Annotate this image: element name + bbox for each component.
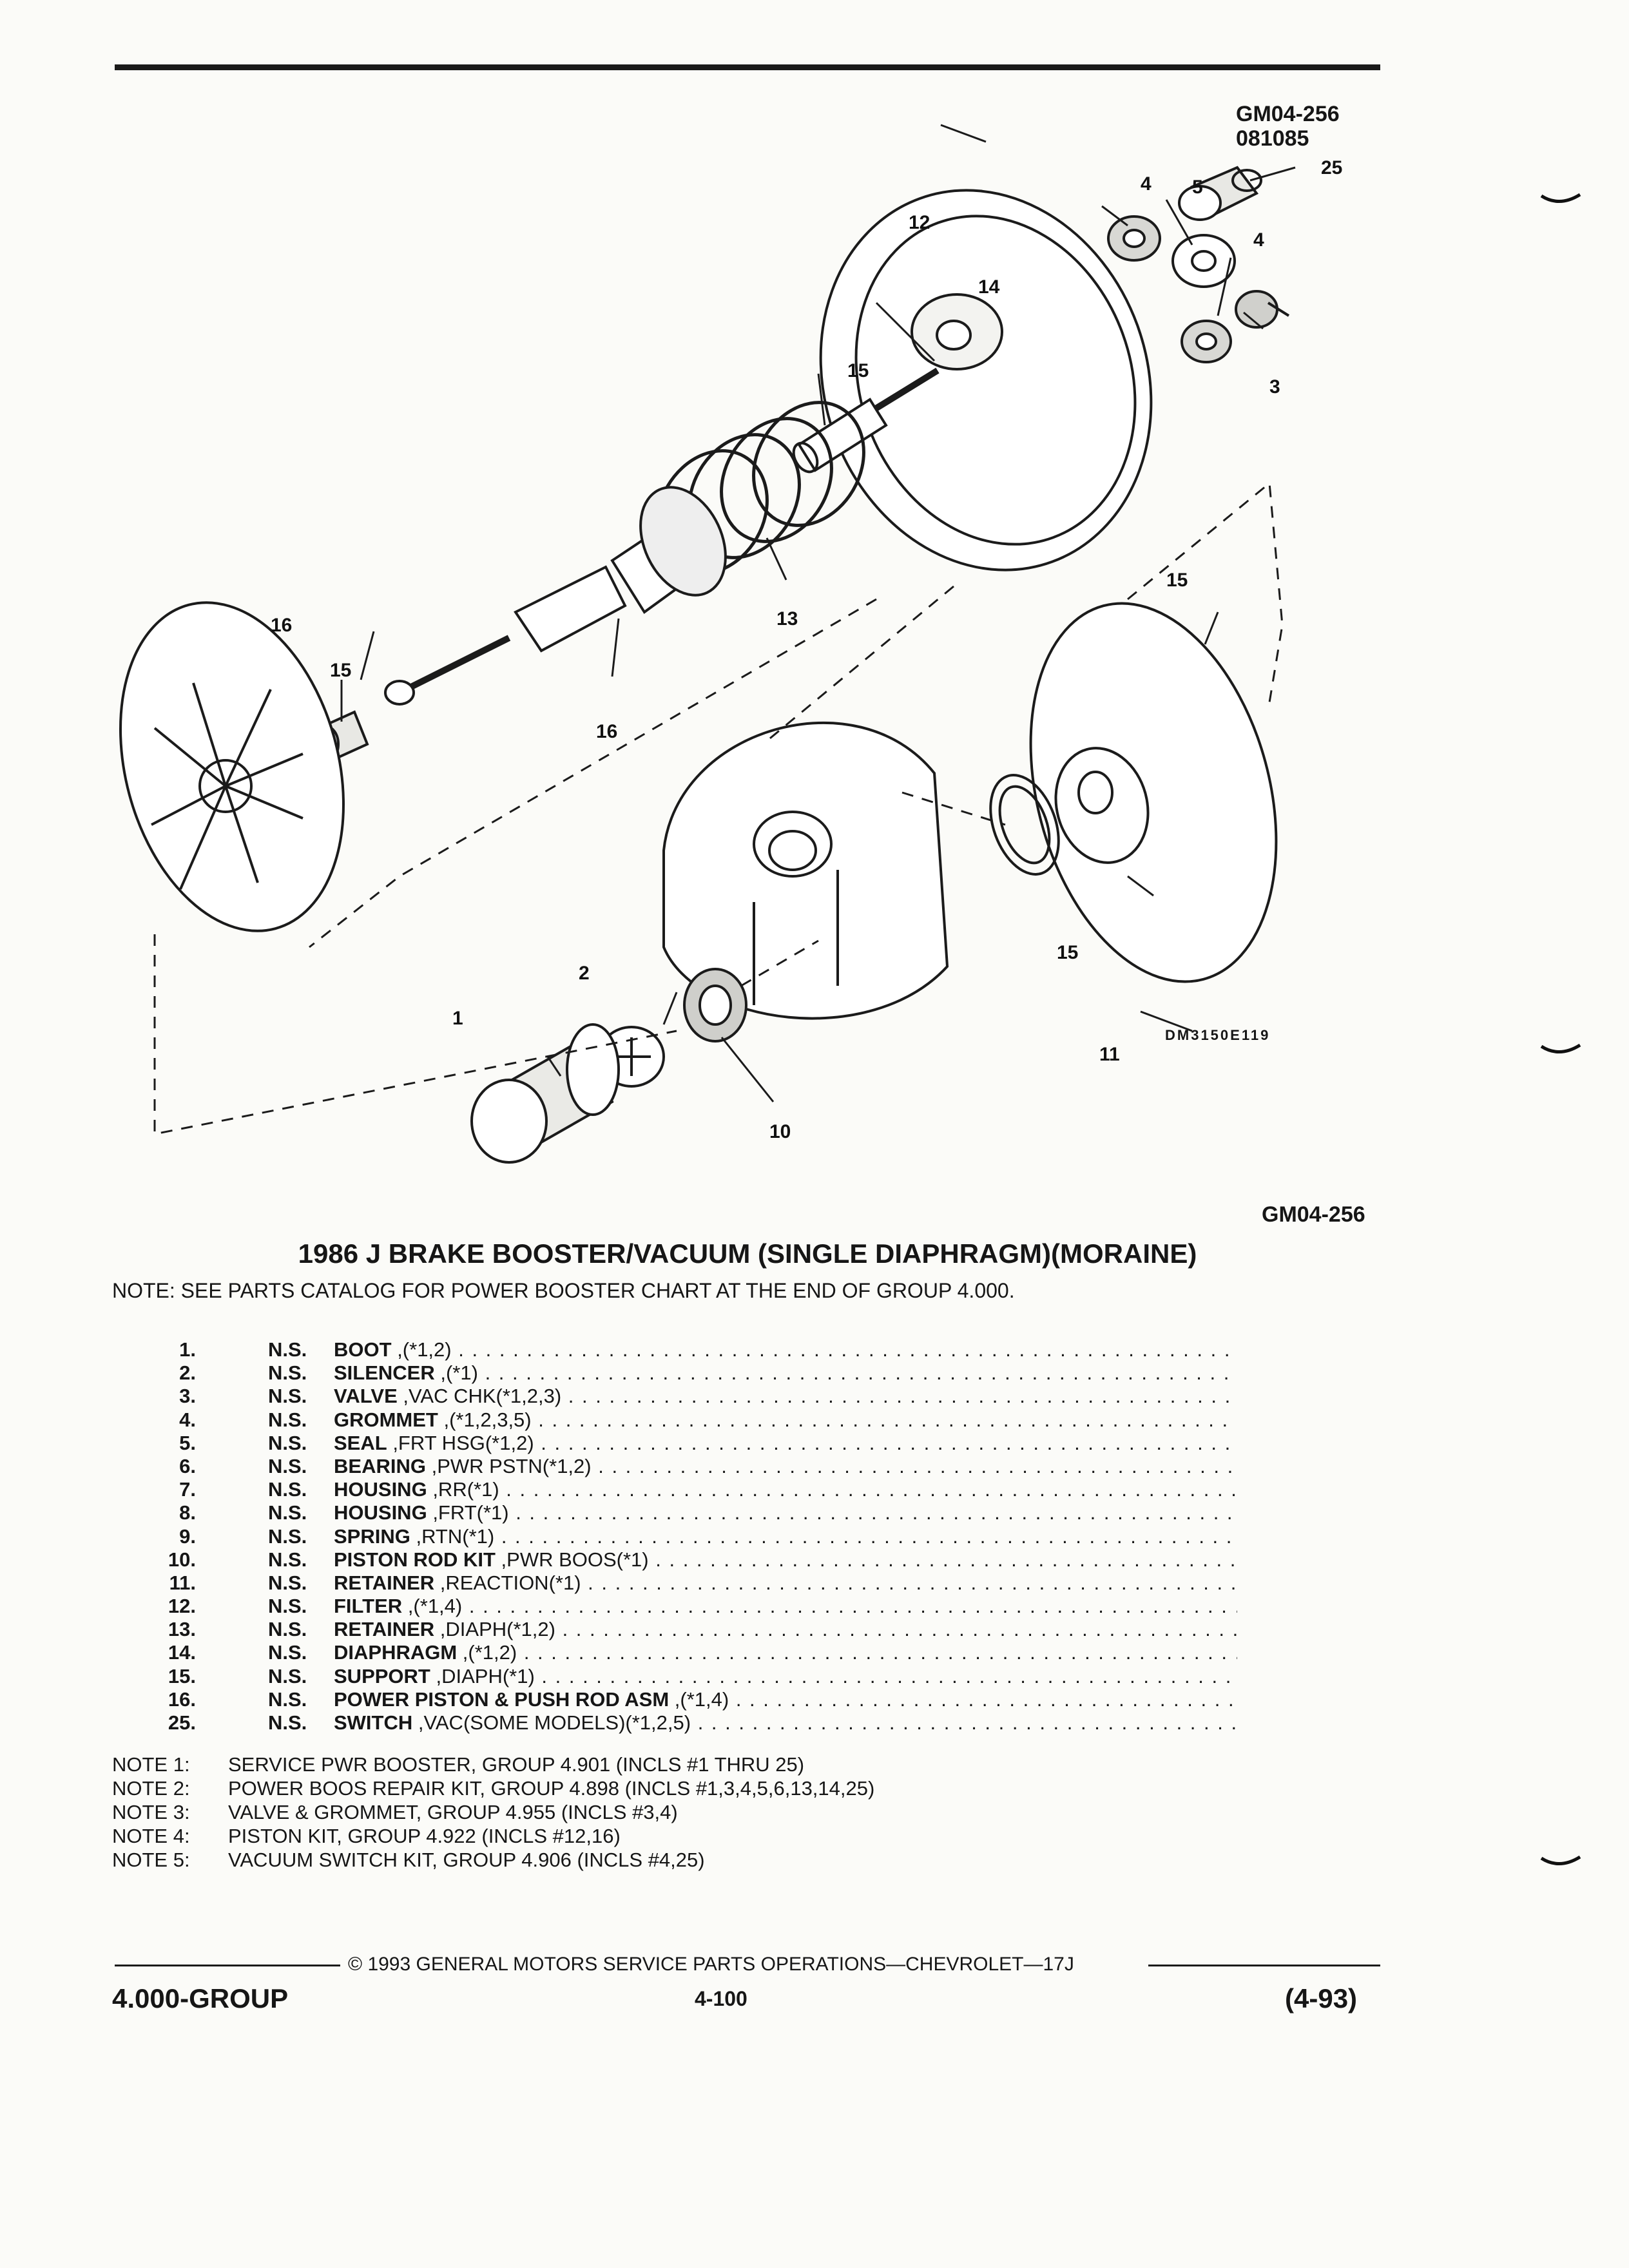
- callout-9: 13: [776, 608, 798, 629]
- callout-8: 12: [909, 212, 930, 233]
- callout-13: 15: [1057, 942, 1078, 963]
- callout-7: 11: [1099, 1044, 1120, 1065]
- callout-15: 16: [271, 615, 292, 636]
- figure-code: GM04-256: [1236, 102, 1340, 126]
- diaphragm-retainer-part: [989, 774, 1060, 876]
- callout-16: 16: [596, 721, 617, 742]
- callout-6: 10: [769, 1121, 791, 1142]
- switch-part: [1178, 166, 1262, 221]
- assembly-lines: [153, 481, 1284, 1135]
- binding-mark: [1540, 1856, 1581, 1865]
- list-item: 16.N.S.POWER PISTON & PUSH ROD ASM ,(*1,…: [129, 1688, 1237, 1711]
- catalog-note: NOTE: SEE PARTS CATALOG FOR POWER BOOSTE…: [112, 1279, 1015, 1302]
- seal-part: [1171, 234, 1236, 288]
- list-item: 1.N.S.BOOT ,(*1,2): [129, 1338, 1237, 1361]
- list-item: 15.N.S.SUPPORT ,DIAPH(*1): [129, 1665, 1237, 1688]
- list-item: 11.N.S.RETAINER ,REACTION(*1): [129, 1571, 1237, 1595]
- note-item: NOTE 4:PISTON KIT, GROUP 4.922 (INCLS #1…: [112, 1825, 621, 1847]
- power-piston-part: [384, 486, 727, 706]
- list-item: 5.N.S.SEAL ,FRT HSG(*1,2): [129, 1432, 1237, 1455]
- grommet-top-part: [1107, 215, 1161, 262]
- list-item: 14.N.S.DIAPHRAGM ,(*1,2): [129, 1641, 1237, 1664]
- list-item: 7.N.S.HOUSING ,RR(*1): [129, 1478, 1237, 1501]
- parts-list: 1.N.S.BOOT ,(*1,2) 2.N.S.SILENCER ,(*1) …: [129, 1338, 1237, 1735]
- footer-date: (4-93): [1285, 1983, 1358, 2013]
- callout-11: 15: [847, 360, 869, 381]
- footer-group: 4.000-GROUP: [112, 1983, 289, 2013]
- callout-1: 1: [452, 1008, 463, 1029]
- copyright: © 1993 GENERAL MOTORS SERVICE PARTS OPER…: [348, 1954, 1074, 1975]
- list-item: 3.N.S.VALVE ,VAC CHK(*1,2,3): [129, 1385, 1237, 1408]
- callout-14: 15: [1166, 570, 1188, 591]
- binding-mark: [1540, 193, 1581, 203]
- binding-mark: [1540, 1044, 1581, 1053]
- callout-4-bottom: 4: [1253, 229, 1264, 251]
- diaphragm-part: [1029, 602, 1278, 983]
- caption-code: GM04-256: [1262, 1202, 1365, 1227]
- list-item: 8.N.S.HOUSING ,FRT(*1): [129, 1501, 1237, 1524]
- list-item: 4.N.S.GROMMET ,(*1,2,3,5): [129, 1408, 1237, 1432]
- callout-12: 15: [330, 660, 351, 681]
- grommet-bottom-part: [1181, 320, 1232, 363]
- list-item: 13.N.S.RETAINER ,DIAPH(*1,2): [129, 1618, 1237, 1641]
- callout-25: 25: [1321, 157, 1342, 178]
- callout-3: 3: [1269, 376, 1280, 398]
- exploded-diagram: 12 14 15 4 5 4 3 25 13 15 16 15 16 15 11…: [119, 124, 1342, 1164]
- top-rule: [115, 64, 1380, 70]
- list-item: 9.N.S.SPRING ,RTN(*1): [129, 1525, 1237, 1548]
- list-item: 10.N.S.PISTON ROD KIT ,PWR BOOS(*1): [129, 1548, 1237, 1571]
- callout-labels: 12 14 15 4 5 4 3 25 13 15 16 15 16 15 11…: [271, 157, 1342, 1142]
- boot-part: [470, 1023, 620, 1164]
- note-item: NOTE 3:VALVE & GROMMET, GROUP 4.955 (INC…: [112, 1801, 678, 1823]
- support-part: [119, 601, 345, 932]
- page-number: 4-100: [695, 1987, 747, 2010]
- callout-leaders: [340, 124, 1296, 1102]
- front-housing-part: [819, 189, 1153, 572]
- callout-2: 2: [579, 963, 590, 984]
- footer-rule-right: [1148, 1965, 1380, 1966]
- list-item: 12.N.S.FILTER ,(*1,4): [129, 1595, 1237, 1618]
- note-item: NOTE 1:SERVICE PWR BOOSTER, GROUP 4.901 …: [112, 1753, 805, 1776]
- callout-5: 5: [1192, 177, 1203, 198]
- page-title: 1986 J BRAKE BOOSTER/VACUUM (SINGLE DIAP…: [298, 1238, 1197, 1269]
- footer-rule-left: [115, 1965, 340, 1966]
- note-item: NOTE 5:VACUUM SWITCH KIT, GROUP 4.906 (I…: [112, 1849, 705, 1871]
- rear-housing-part: [662, 721, 949, 1020]
- figure-date: 081085: [1236, 126, 1309, 151]
- callout-4-top: 4: [1141, 173, 1152, 195]
- list-item: 2.N.S.SILENCER ,(*1): [129, 1361, 1237, 1385]
- callout-10: 14: [978, 276, 1000, 298]
- check-valve-part: [1235, 290, 1290, 329]
- note-item: NOTE 2:POWER BOOS REPAIR KIT, GROUP 4.89…: [112, 1777, 875, 1800]
- list-item: 6.N.S.BEARING ,PWR PSTN(*1,2): [129, 1455, 1237, 1478]
- drawing-number: DM3150E119: [1165, 1027, 1271, 1043]
- notes-list: NOTE 1:SERVICE PWR BOOSTER, GROUP 4.901 …: [112, 1753, 874, 1872]
- bearing-part: [683, 968, 747, 1043]
- list-item: 25.N.S.SWITCH ,VAC(SOME MODELS)(*1,2,5): [129, 1711, 1237, 1735]
